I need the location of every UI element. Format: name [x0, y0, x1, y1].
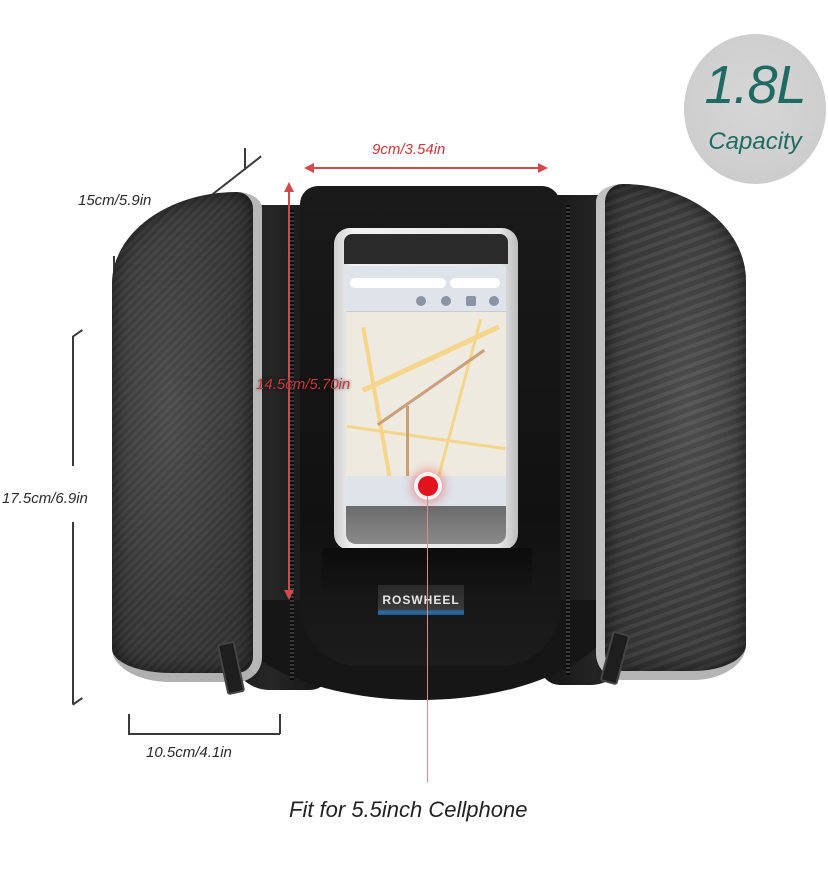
bottom-width-tick-right [279, 714, 281, 734]
top-width-line [312, 167, 540, 169]
arrow-left-icon [304, 163, 314, 173]
browser-bar [346, 266, 506, 312]
zipper-right [566, 205, 570, 675]
map-road [361, 326, 395, 496]
center-pointer-line [427, 496, 428, 782]
phone-height-label: 14.5cm/5.70in [256, 376, 351, 393]
depth-tick-top [244, 148, 246, 170]
map-road [406, 406, 409, 496]
settings-icon [489, 296, 499, 306]
location-pin-icon [418, 476, 438, 496]
map-road [346, 424, 506, 451]
height-line-bottom [72, 522, 74, 704]
bottom-width-line [128, 733, 280, 735]
brand-label: ROSWHEEL [378, 585, 464, 615]
phone-height-line [288, 192, 290, 590]
capacity-label: Capacity [708, 128, 802, 155]
search-field [450, 278, 500, 288]
arrow-right-icon [538, 163, 548, 173]
url-field [350, 278, 446, 288]
capacity-badge: 1.8L Capacity [684, 34, 826, 184]
layers-icon [466, 296, 476, 306]
phone-top-bezel [344, 234, 508, 264]
height-label: 17.5cm/6.9in [2, 490, 88, 507]
bottom-width-label: 10.5cm/4.1in [146, 744, 232, 761]
bag-right-panel [596, 184, 746, 680]
capacity-volume: 1.8L [704, 55, 806, 115]
depth-label: 15cm/5.9in [78, 192, 152, 209]
bottom-width-tick-left [128, 714, 130, 734]
arrow-up-icon [284, 182, 294, 192]
bag-left-panel [112, 192, 262, 682]
height-line-top [72, 336, 74, 466]
phone-bottom-bezel [346, 506, 506, 544]
location-icon [416, 296, 426, 306]
map-road [361, 324, 501, 393]
arrow-down-icon [284, 590, 294, 600]
height-tick-top [72, 329, 83, 338]
top-width-label: 9cm/3.54in [372, 141, 446, 158]
directions-icon [441, 296, 451, 306]
caption: Fit for 5.5inch Cellphone [289, 797, 528, 822]
phone-screen-map [346, 266, 506, 496]
zipper-left [290, 210, 294, 680]
height-tick-bottom [72, 697, 83, 706]
